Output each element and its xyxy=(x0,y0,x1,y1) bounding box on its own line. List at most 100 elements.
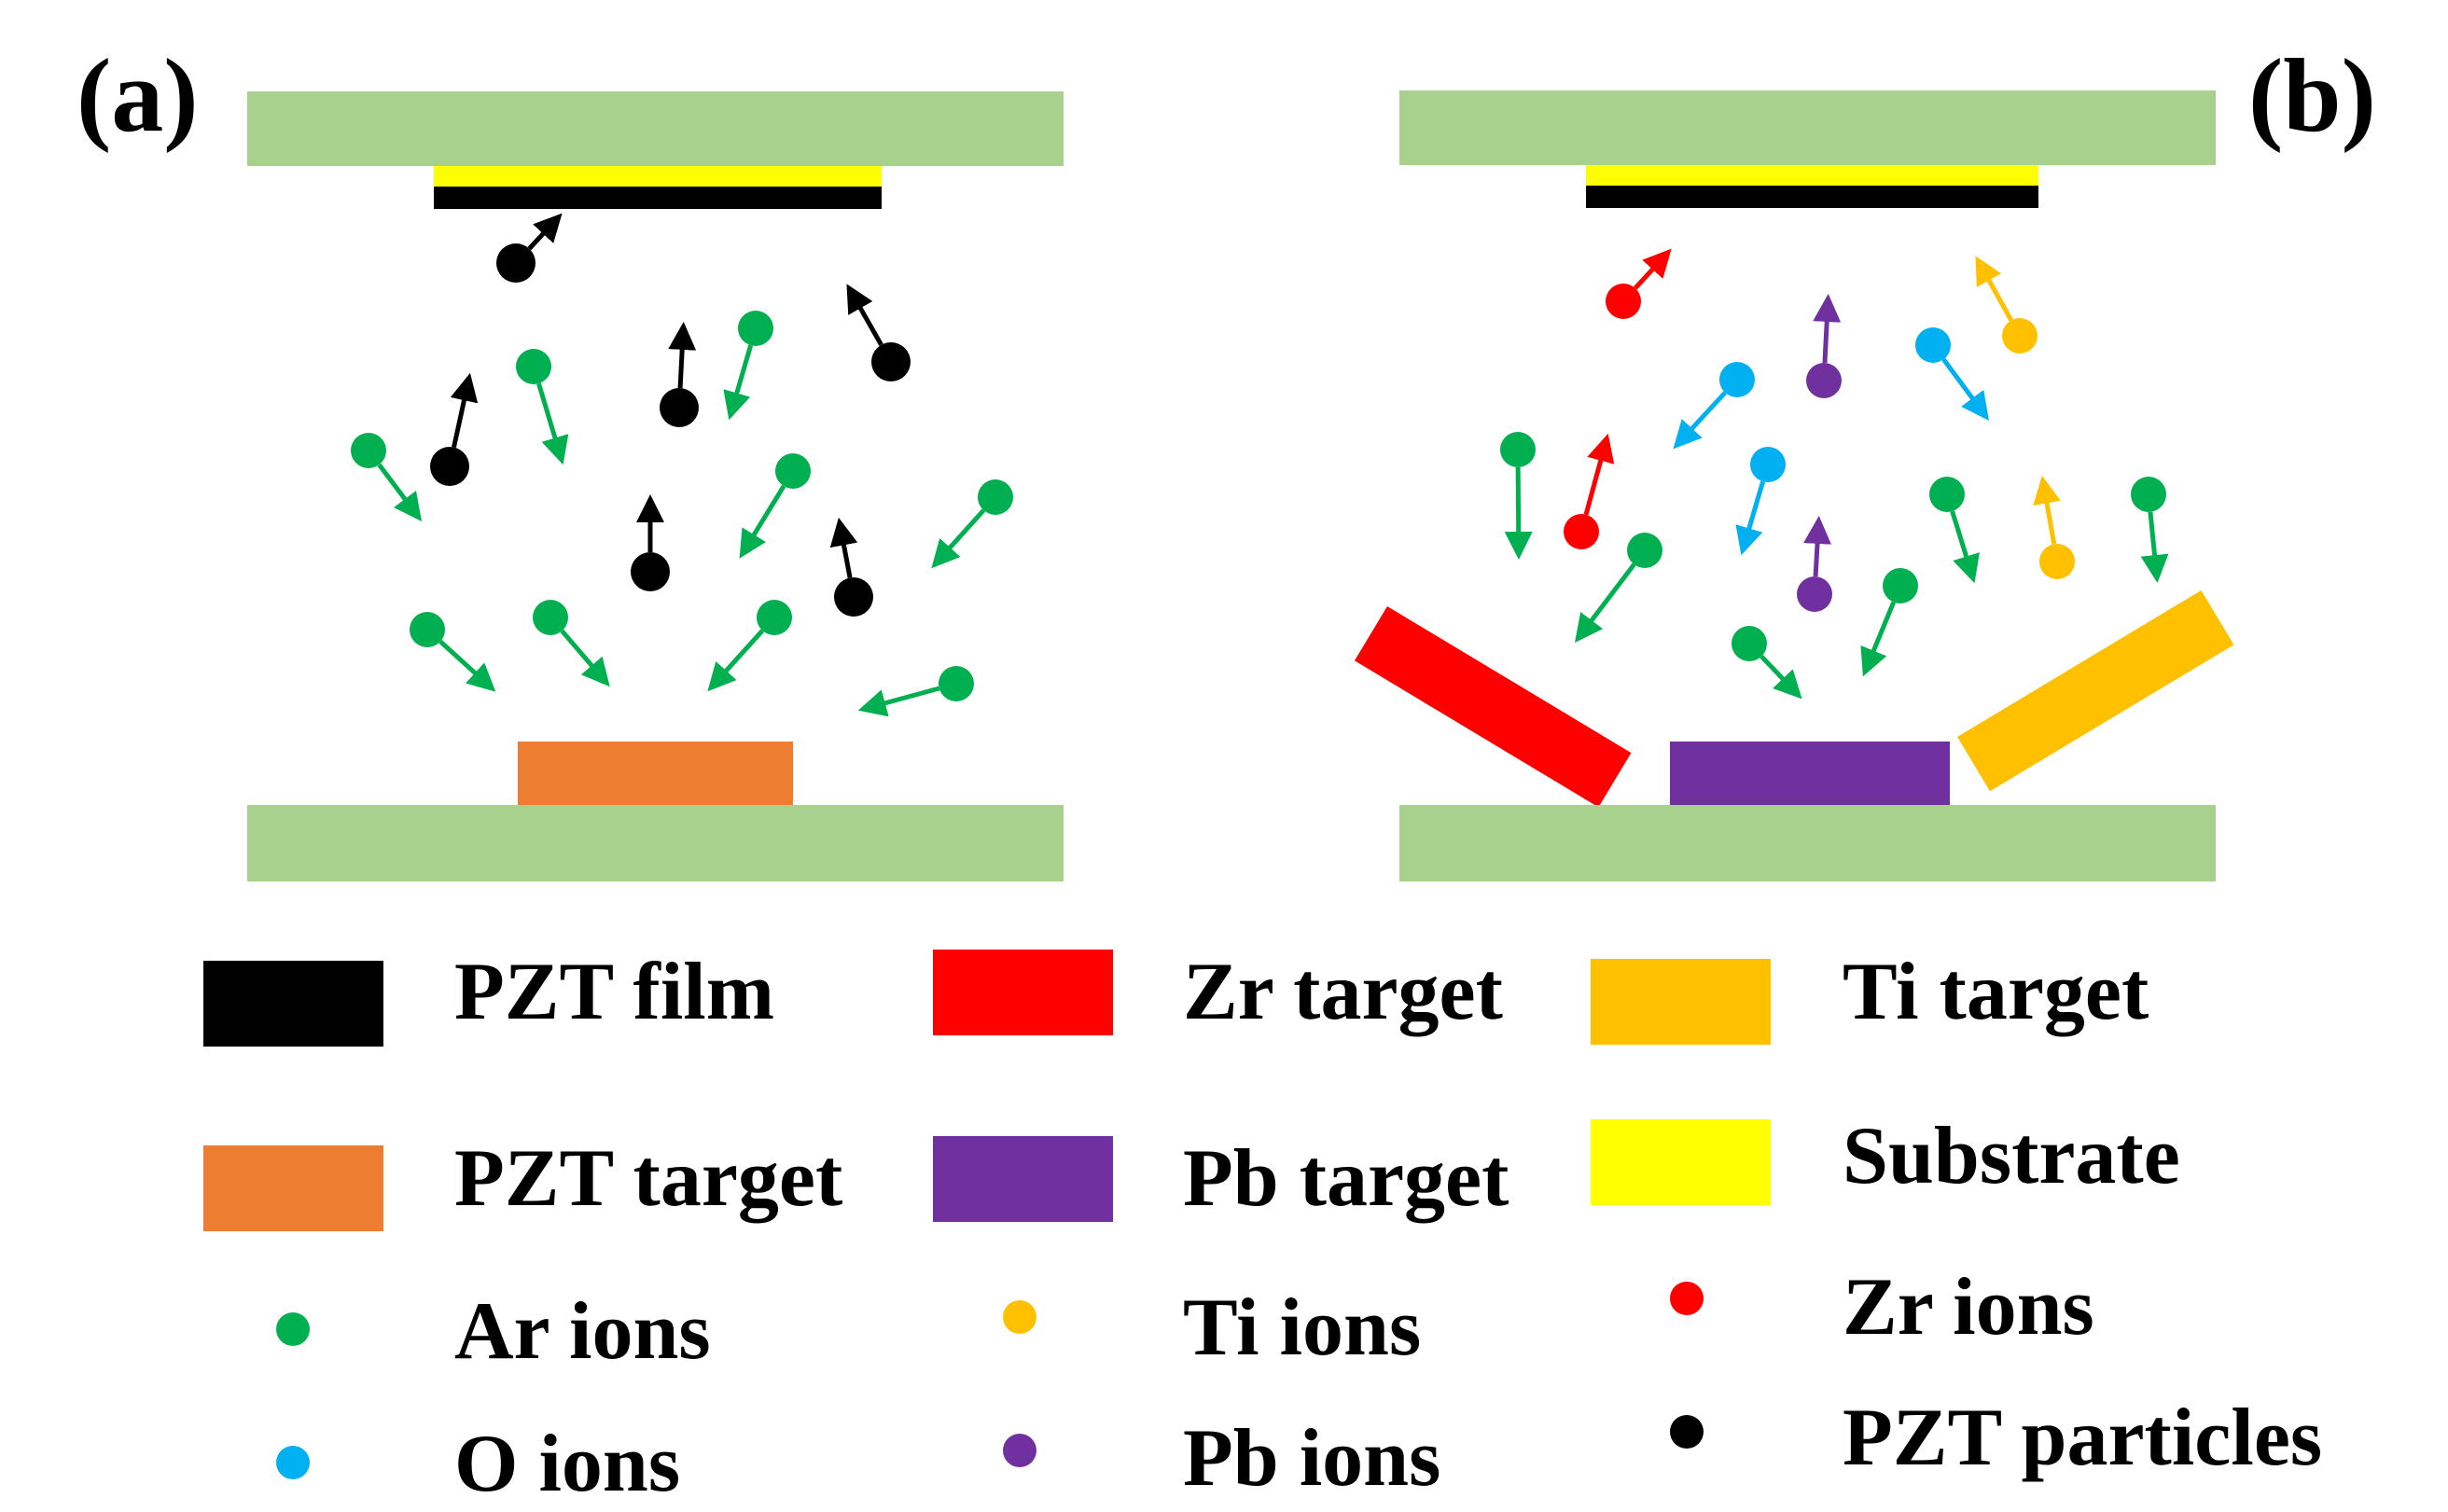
pzt-particle-dot xyxy=(430,447,469,486)
ar-ion-arrow xyxy=(1504,466,1533,561)
pzt-target-a xyxy=(518,742,793,805)
ar-ion-arrow xyxy=(707,629,765,692)
legend-ti-target-label: Ti target xyxy=(1843,947,2149,1037)
ar-ion-dot xyxy=(1929,477,1965,512)
pzt-particle-particle xyxy=(660,321,699,427)
ar-ion-arrow xyxy=(857,686,940,717)
ar-ion-dot xyxy=(738,311,773,346)
o-ion-particle xyxy=(1735,447,1786,556)
ar-ion-dot xyxy=(775,453,811,489)
ar-ion-particle xyxy=(857,666,974,717)
legend-pzt-target-swatch xyxy=(203,1145,383,1231)
ar-ion-particle xyxy=(723,311,773,421)
legend-ar-ions-label: Ar ions xyxy=(454,1286,711,1377)
panel-a: (a) xyxy=(76,38,1064,881)
legend-pb-ions-label: Pb ions xyxy=(1183,1413,1440,1504)
zr-ion-particle xyxy=(1564,433,1615,549)
legend-ar-ion-icon xyxy=(276,1312,310,1346)
ar-ion-particle xyxy=(2131,477,2169,584)
legend-pzt-particles-label: PZT particles xyxy=(1843,1393,2322,1483)
ar-ion-particle xyxy=(351,433,423,521)
pb-ion-dot xyxy=(1806,363,1842,398)
ar-ion-arrow xyxy=(560,629,610,687)
legend-zr-target-swatch xyxy=(933,950,1113,1035)
legend-pzt-particle-icon xyxy=(1670,1415,1704,1449)
pzt-particle-dot xyxy=(660,388,699,427)
pzt-particle-particle xyxy=(496,213,563,283)
ar-ion-dot xyxy=(1883,568,1918,603)
ar-ion-dot xyxy=(1500,432,1536,467)
legend-pb-target-label: Pb target xyxy=(1183,1133,1509,1224)
ar-ion-arrow xyxy=(1860,601,1897,677)
legend-pzt-film-label: PZT film xyxy=(454,947,774,1037)
panel-a-label: (a) xyxy=(76,38,199,154)
zr-target-b xyxy=(1354,606,1632,808)
pzt-particle-particle xyxy=(430,372,479,486)
legend-zr-target-label: Zr target xyxy=(1183,947,1503,1037)
legend-substrate-label: Substrate xyxy=(1843,1111,2180,1201)
pzt-particle-arrow xyxy=(450,372,479,449)
o-ion-particle xyxy=(1673,362,1755,450)
ar-ion-dot xyxy=(1732,626,1767,661)
pb-ion-arrow xyxy=(1813,293,1842,364)
ar-ion-dot xyxy=(351,433,386,468)
pzt-particle-arrow xyxy=(527,213,563,251)
ar-ion-particle xyxy=(931,479,1013,569)
legend-ti-ion-icon xyxy=(1003,1300,1036,1334)
particles-b xyxy=(1500,248,2169,700)
legend-pb-ion-icon xyxy=(1003,1434,1036,1467)
ti-ion-arrow xyxy=(2033,475,2061,545)
zr-ion-arrow xyxy=(1633,248,1672,290)
pzt-film-a xyxy=(434,187,882,209)
pzt-particle-particle xyxy=(846,284,911,381)
legend-substrate-swatch xyxy=(1591,1119,1771,1205)
o-ion-arrow xyxy=(1673,391,1727,450)
pzt-particle-arrow xyxy=(846,284,883,346)
ar-ion-arrow xyxy=(2140,511,2169,584)
legend-o-ions-label: O ions xyxy=(454,1419,680,1509)
ar-ion-particle xyxy=(516,349,569,465)
ar-ion-dot xyxy=(757,600,792,635)
pzt-particle-dot xyxy=(496,243,536,283)
ar-ion-particle xyxy=(739,453,811,559)
ar-ion-particle xyxy=(1500,432,1536,561)
ar-ion-dot xyxy=(978,479,1013,515)
pb-ion-particle xyxy=(1797,515,1832,612)
o-ion-dot xyxy=(1719,362,1755,397)
ti-ion-arrow xyxy=(1975,256,2013,322)
ar-ion-particle xyxy=(1929,477,1980,584)
ar-ion-dot xyxy=(533,600,568,635)
ar-ion-particle xyxy=(1575,533,1662,644)
pzt-particle-dot xyxy=(871,342,911,381)
pzt-particle-particle xyxy=(631,494,670,591)
zr-ion-dot xyxy=(1606,284,1641,319)
pzt-particle-arrow xyxy=(829,517,858,578)
o-ion-arrow xyxy=(1735,480,1766,556)
panel-b: (b) xyxy=(1354,38,2376,881)
ar-ion-arrow xyxy=(377,463,423,521)
pzt-film-b xyxy=(1586,186,2038,208)
pzt-particle-dot xyxy=(631,552,670,591)
ar-ion-arrow xyxy=(739,484,786,559)
ar-ion-arrow xyxy=(723,344,754,421)
pb-ion-dot xyxy=(1797,576,1832,612)
legend-pzt-target-label: PZT target xyxy=(454,1133,842,1224)
ar-ion-particle xyxy=(1860,568,1918,677)
bottom-electrode-b xyxy=(1399,805,2216,881)
ti-target-b xyxy=(1957,590,2234,792)
bottom-electrode-a xyxy=(247,805,1064,881)
legend-zr-ions-label: Zr ions xyxy=(1843,1262,2094,1352)
ar-ion-arrow xyxy=(536,382,569,465)
pb-target-b xyxy=(1670,742,1950,805)
zr-ion-arrow xyxy=(1583,433,1615,516)
legend: PZT film PZT target Ar ions O ions Zr ta… xyxy=(203,947,2322,1509)
ar-ion-dot xyxy=(1627,533,1662,568)
legend-pb-target-swatch xyxy=(933,1136,1113,1222)
substrate-b xyxy=(1586,165,2038,186)
particles-a xyxy=(351,213,1013,717)
ar-ion-arrow xyxy=(1575,562,1636,644)
ar-ion-arrow xyxy=(931,508,986,569)
legend-ti-target-swatch xyxy=(1591,959,1771,1045)
pb-ion-particle xyxy=(1806,293,1842,398)
